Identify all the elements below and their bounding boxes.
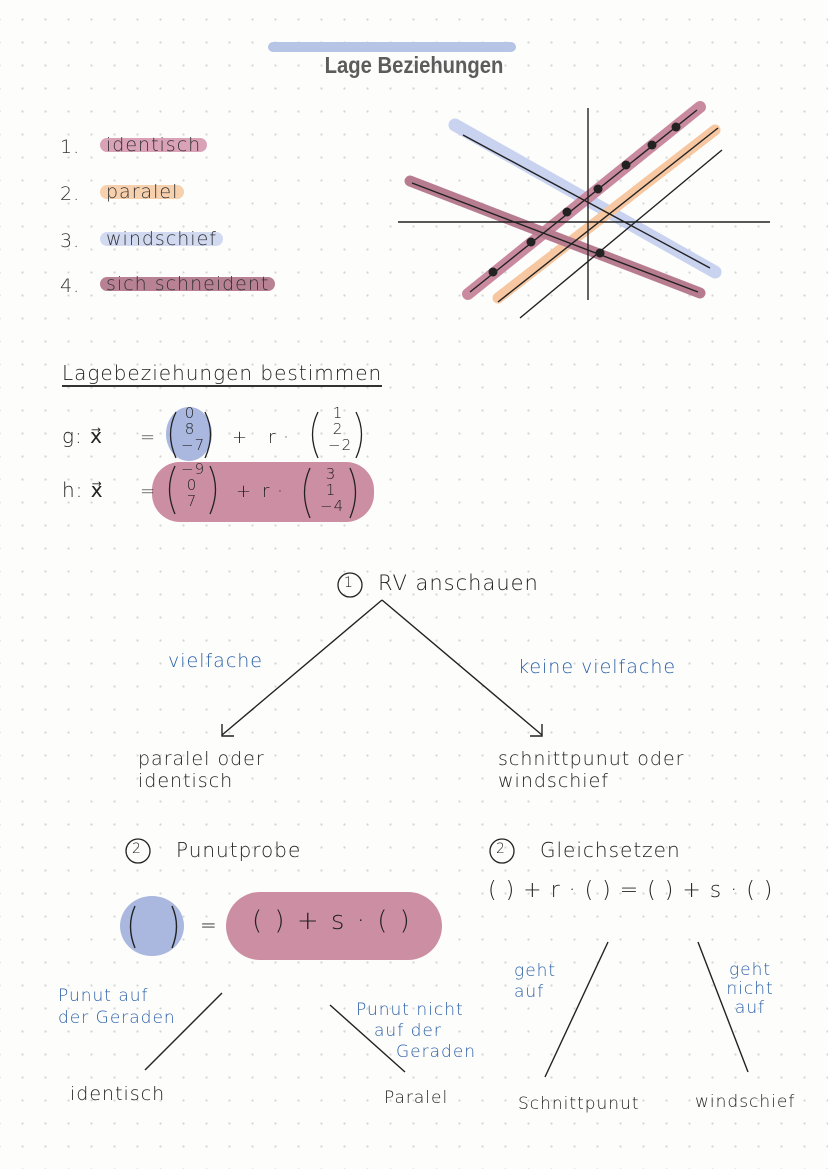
list-item-label: windschief xyxy=(100,230,223,249)
step-2b-number: 2 xyxy=(496,841,506,857)
h-r: r · xyxy=(262,481,284,502)
dot xyxy=(593,184,603,194)
step-circle-2a xyxy=(125,838,151,864)
list-num-4: 4. xyxy=(60,275,81,297)
h-equals: = xyxy=(140,481,157,502)
list-item-windschief: windschief xyxy=(100,228,223,250)
line-schneidend xyxy=(411,182,699,293)
step-2a-number: 2 xyxy=(132,841,142,857)
g-r: r · xyxy=(268,427,290,448)
result-paralel-identisch: paralel oder identisch xyxy=(138,748,265,792)
label-geht-auf: geht auf xyxy=(514,961,557,1002)
outcome-paralel: Paralel xyxy=(384,1088,449,1108)
step-1-label: RV anschauen xyxy=(378,571,539,595)
page-title: Lage Beziehungen xyxy=(324,52,504,78)
result-schnitt-windschief: schnittpunut oder windschief xyxy=(498,748,685,792)
branch-probe-right xyxy=(329,1004,406,1073)
step-2b-label: Gleichsetzen xyxy=(540,838,681,862)
dot xyxy=(621,160,631,170)
probe-equals: = xyxy=(200,913,218,937)
h-plus: + xyxy=(236,481,253,502)
h-direction-vector: 3 1 −4 xyxy=(320,465,345,515)
g-direction-vector: 1 2 −2 xyxy=(328,404,353,454)
arrow-left xyxy=(221,599,383,736)
label-punkt-nicht-auf: Punut nicht auf der Geraden xyxy=(356,1000,477,1062)
step-1-number: 1 xyxy=(344,575,354,591)
list-num-3: 3. xyxy=(60,230,81,252)
outcome-identisch: identisch xyxy=(70,1083,166,1105)
line-paralel-1 xyxy=(519,149,723,319)
line-windschief xyxy=(462,134,711,269)
highlight-g-support xyxy=(166,407,212,461)
dot xyxy=(488,267,498,277)
dot xyxy=(562,207,572,217)
list-item-label: paralel xyxy=(100,183,185,202)
title-highlight xyxy=(268,42,516,52)
branch-probe-left xyxy=(144,992,223,1071)
list-item-label: identisch xyxy=(100,136,208,155)
g-label: g: x⃗ xyxy=(62,424,103,448)
highlight-h-line xyxy=(152,462,374,522)
gleich-equation: ( ) + r · ( ) = ( ) + s · ( ) xyxy=(488,878,774,903)
list-num-1: 1. xyxy=(60,136,81,158)
list-num-2: 2. xyxy=(60,183,81,205)
branch-gleich-left xyxy=(544,941,609,1078)
line-paralel-2 xyxy=(497,127,719,303)
h-support-vector: −9 0 7 xyxy=(181,460,206,510)
highlight-probe-right xyxy=(226,892,442,960)
section-heading: Lagebeziehungen bestimmen xyxy=(62,361,383,387)
step-circle-2b xyxy=(489,838,515,864)
probe-rhs: ( ) + s · ( ) xyxy=(252,906,412,936)
step-2a-label: Punutprobe xyxy=(176,838,302,862)
list-item-paralel: paralel xyxy=(100,181,185,203)
highlight-probe-left xyxy=(120,896,184,956)
h-label: h: x⃗ xyxy=(62,478,104,502)
branch-gleich-right xyxy=(697,941,749,1073)
list-item-label: sich schneident xyxy=(100,275,276,294)
branch-label-vielfache: vielfache xyxy=(168,650,264,672)
dot xyxy=(595,248,605,258)
dot xyxy=(526,237,536,247)
outcome-windschief: windschief xyxy=(695,1092,796,1112)
list-item-identisch: identisch xyxy=(100,134,208,156)
label-punkt-auf: Punut auf der Geraden xyxy=(58,986,176,1028)
outcome-schnittpunkt: Schnittpunut xyxy=(518,1094,640,1114)
arrow-right xyxy=(381,599,543,736)
dot xyxy=(671,122,681,132)
g-plus: + xyxy=(232,427,249,448)
g-equals: = xyxy=(140,427,157,448)
step-circle-1 xyxy=(337,572,363,598)
band-paralel xyxy=(492,124,721,304)
g-support-vector: 0 8 −7 xyxy=(181,404,206,454)
label-geht-nicht-auf: geht nicht auf xyxy=(726,960,774,1018)
list-item-schneidend: sich schneident xyxy=(100,273,276,295)
line-identisch xyxy=(469,109,698,293)
dot xyxy=(647,140,657,150)
branch-label-keine-vielfache: keine vielfache xyxy=(518,656,677,678)
